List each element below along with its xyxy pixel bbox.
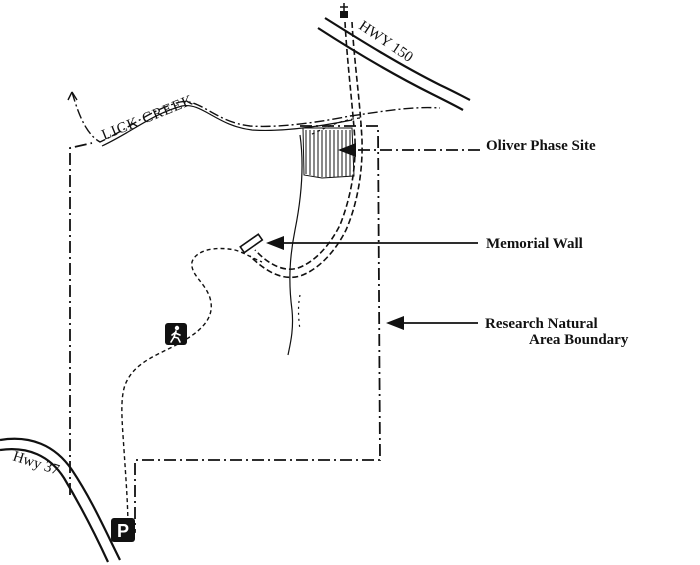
hiker-icon [165, 323, 187, 345]
callout-arrows [266, 143, 480, 330]
memorial-wall-marker [239, 233, 264, 254]
parking-icon: P [111, 518, 135, 542]
hwy-150-road [317, 17, 471, 111]
hwy-37-road [0, 437, 121, 563]
church-cross-icon [340, 3, 348, 18]
oliver-phase-site-area [302, 127, 355, 179]
hiking-trail [121, 247, 263, 531]
boundary-label-line1: Research Natural [485, 316, 598, 332]
area-boundary-line [69, 125, 381, 533]
boundary-label-line2: Area Boundary [529, 332, 629, 348]
memorial-wall-label: Memorial Wall [486, 236, 583, 252]
lick-creek-label: LICK CREEK [100, 92, 197, 144]
oliver-phase-site-label: Oliver Phase Site [486, 138, 596, 154]
parking-label: P [117, 521, 129, 541]
